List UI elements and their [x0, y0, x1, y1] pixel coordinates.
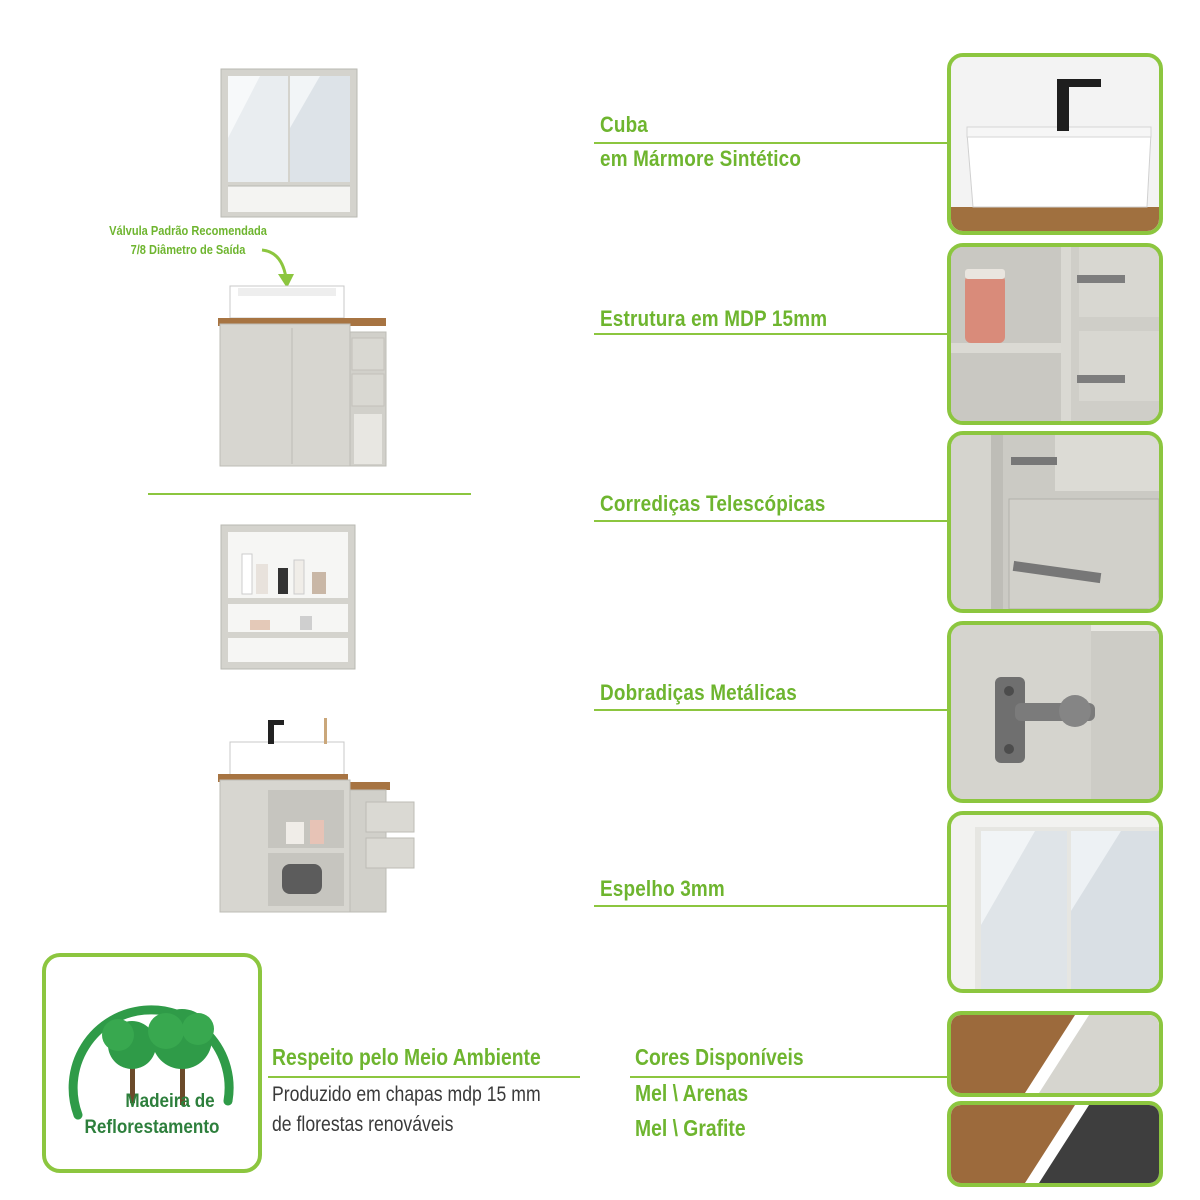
feature-sink-line2: em Mármore Sintético — [600, 146, 802, 171]
valve-note-line1: Válvula Padrão Recomendada — [109, 223, 267, 238]
color-option-grafite: Mel \ Grafite — [635, 1115, 746, 1141]
badge-line2: Reflorestamento — [84, 1117, 220, 1138]
feature-structure-line — [594, 333, 948, 335]
feature-hinges-line — [594, 709, 948, 711]
open-shelf-cabinet-illustration — [220, 524, 356, 670]
eco-title-line — [268, 1076, 580, 1078]
sink-photo — [947, 53, 1163, 235]
feature-hinges-label: Dobradiças Metálicas — [600, 680, 797, 705]
mirror-cabinet-illustration — [220, 68, 358, 218]
valve-note-line2: 7/8 Diâmetro de Saída — [130, 242, 246, 257]
color-option-arenas: Mel \ Arenas — [635, 1080, 749, 1106]
swatch-mel-arenas — [947, 1011, 1163, 1097]
colors-title-line — [630, 1076, 948, 1078]
eco-title: Respeito pelo Meio Ambiente — [272, 1044, 541, 1070]
section-divider — [148, 493, 471, 495]
feature-sink-label: Cuba em Mármore Sintético — [600, 108, 801, 176]
feature-sink-line1: Cuba — [600, 112, 648, 137]
structure-photo — [947, 243, 1163, 425]
feature-mirror-line — [594, 905, 948, 907]
badge-line1: Madeira de — [125, 1091, 215, 1112]
feature-slides-label: Corrediças Telescópicas — [600, 491, 826, 516]
eco-description: Produzido em chapas mdp 15 mm de florest… — [272, 1080, 541, 1140]
slides-photo — [947, 431, 1163, 613]
vanity-closed-illustration — [218, 285, 387, 467]
badge-text: Madeira de Reflorestamento — [57, 1089, 248, 1141]
feature-slides-line — [594, 520, 948, 522]
mirror-photo — [947, 811, 1163, 993]
reforestation-badge: Madeira de Reflorestamento — [42, 953, 262, 1173]
feature-structure-label: Estrutura em MDP 15mm — [600, 306, 828, 331]
arrow-icon — [261, 248, 294, 288]
valve-note: Válvula Padrão Recomendada 7/8 Diâmetro … — [105, 221, 272, 259]
vanity-open-illustration — [218, 718, 415, 913]
feature-mirror-label: Espelho 3mm — [600, 876, 725, 901]
eco-text-line1: Produzido em chapas mdp 15 mm — [272, 1083, 541, 1106]
swatch-mel-grafite — [947, 1101, 1163, 1187]
feature-sink-line — [594, 142, 948, 144]
hinges-photo — [947, 621, 1163, 803]
eco-text-line2: de florestas renováveis — [272, 1113, 454, 1136]
trees-icon — [68, 1005, 234, 1120]
colors-title: Cores Disponíveis — [635, 1044, 804, 1070]
